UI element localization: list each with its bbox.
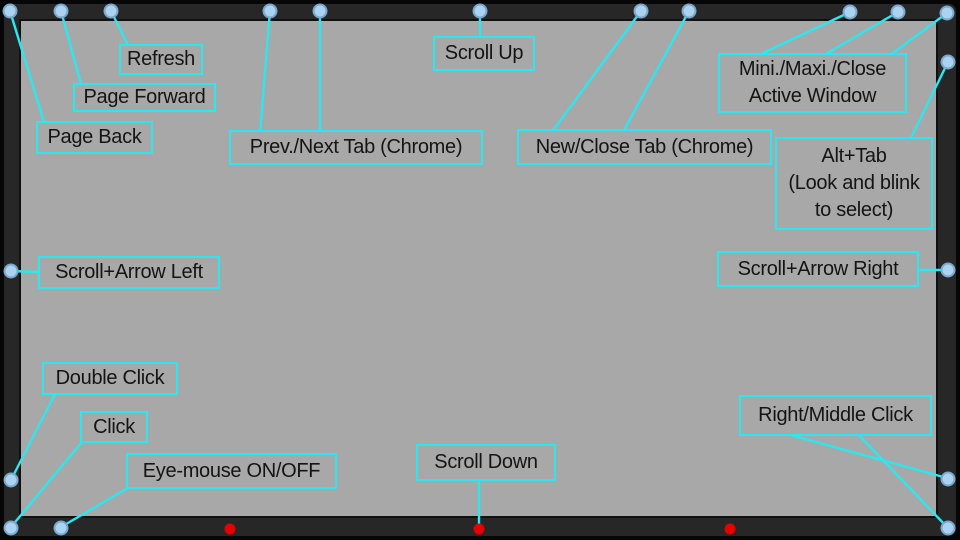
label-page-forward: Page Forward (73, 83, 216, 112)
label-alt-tab: Alt+Tab (Look and blink to select) (775, 137, 933, 230)
label-refresh: Refresh (119, 44, 203, 75)
label-scroll-down: Scroll Down (416, 444, 556, 481)
label-click: Click (80, 411, 148, 443)
label-right-middle-click: Right/Middle Click (739, 395, 932, 436)
label-page-back: Page Back (36, 121, 153, 154)
label-new-close-tab: New/Close Tab (Chrome) (517, 129, 772, 165)
label-scroll-arrow-left: Scroll+Arrow Left (38, 256, 220, 289)
label-mini-maxi-close: Mini./Maxi./Close Active Window (718, 53, 907, 113)
label-prev-next-tab: Prev./Next Tab (Chrome) (229, 130, 483, 165)
label-scroll-arrow-right: Scroll+Arrow Right (717, 251, 919, 287)
label-scroll-up: Scroll Up (433, 36, 535, 71)
label-double-click: Double Click (42, 362, 178, 395)
label-eye-mouse-onoff: Eye-mouse ON/OFF (126, 453, 337, 489)
